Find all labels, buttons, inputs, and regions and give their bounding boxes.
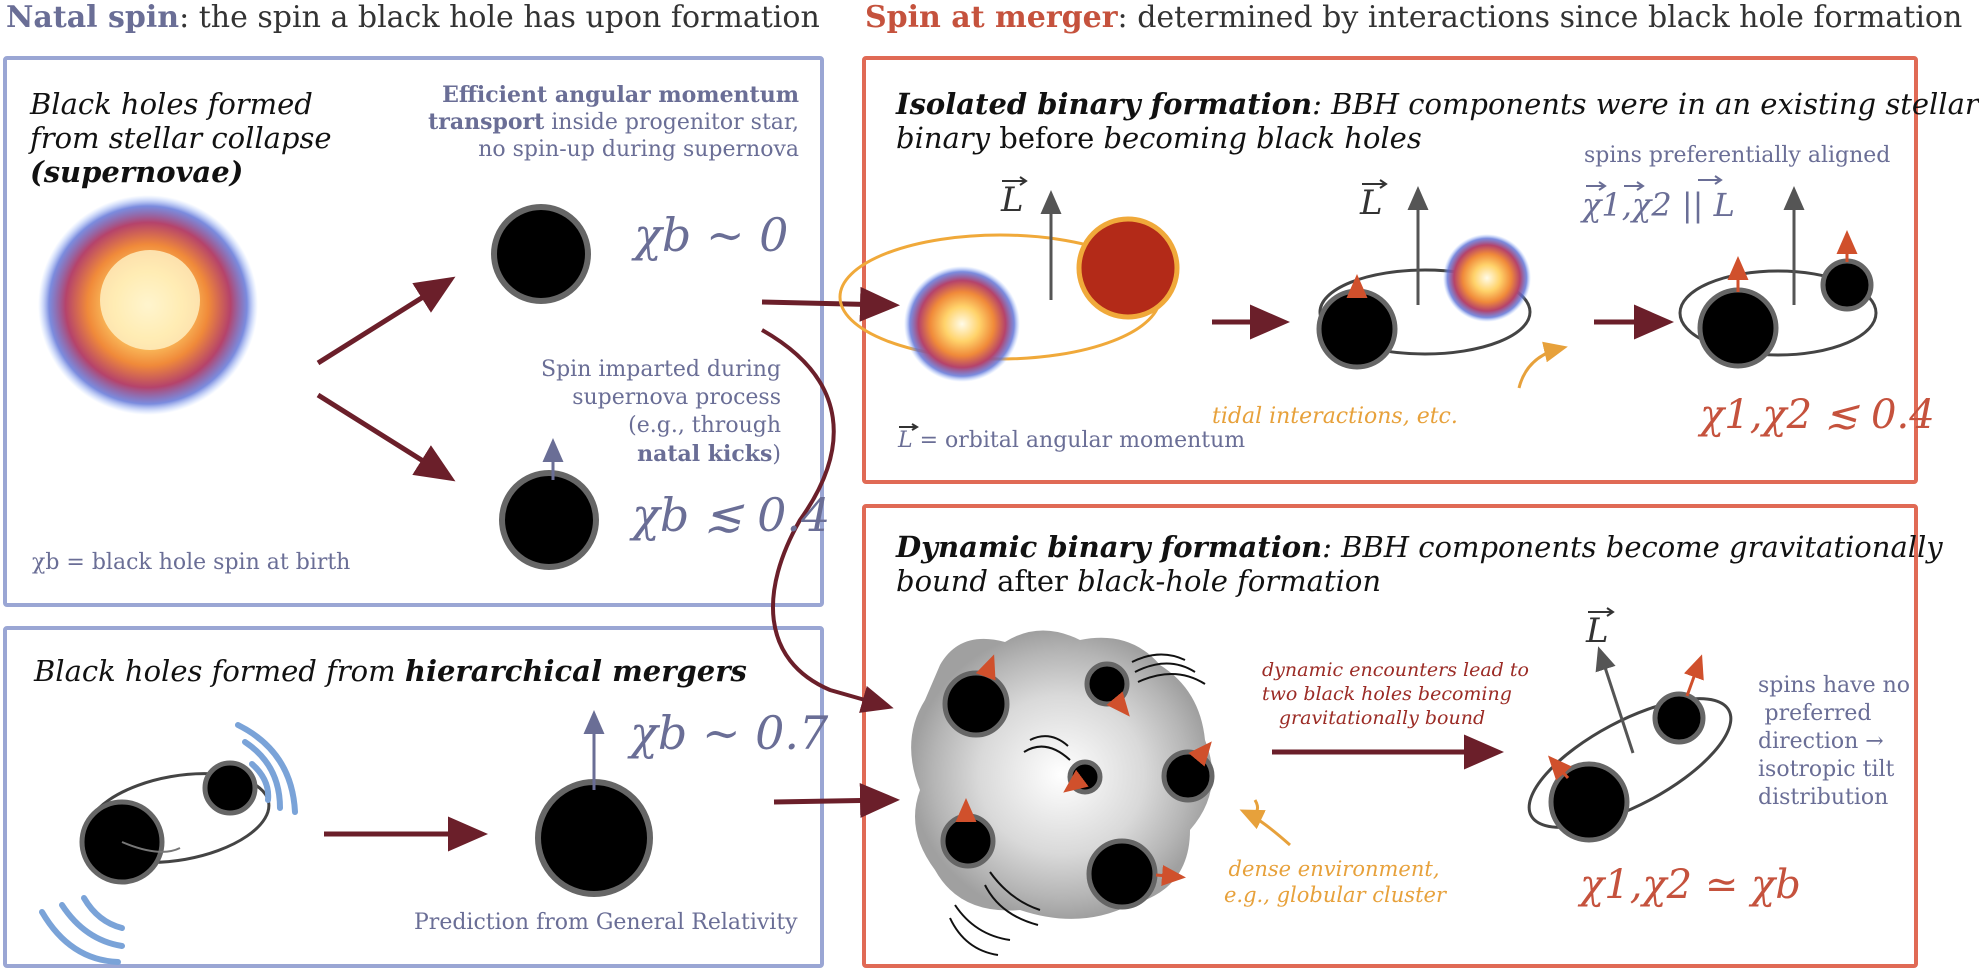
natal-box-title: Black holes formed from stellar collapse… — [30, 87, 332, 189]
dynamic-title-bold: Dynamic binary formation — [896, 530, 1323, 564]
natal-title-line1: Black holes formed — [30, 87, 313, 121]
black-hole-natal-kick — [499, 470, 599, 570]
L-footnote-symbol: L — [898, 428, 913, 453]
nopref-line5: distribution — [1758, 785, 1889, 810]
isolated-line2-a: binary — [896, 121, 991, 155]
L-label-3: L — [1586, 611, 1609, 651]
black-hole-no-spin — [491, 204, 591, 304]
small-black-hole — [202, 760, 258, 816]
L-footnote: L = orbital angular momentum — [898, 428, 1245, 454]
natal-spin-header: Natal spin: the spin a black hole has up… — [6, 0, 820, 35]
isolated-stage1 — [838, 190, 1180, 382]
natal-spin-title: Natal spin — [6, 0, 180, 35]
nopref-line4: isotropic tilt — [1758, 757, 1895, 782]
arrow-to-isolated — [761, 286, 900, 322]
spins-aligned-eq: χ1,χ2 || L — [1582, 186, 1735, 224]
chi-04-label: χb ≲ 0.4 — [632, 488, 831, 542]
merger-spin-title: Spin at merger — [865, 0, 1118, 35]
isolated-result: χ1,χ2 ≲ 0.4 — [1700, 392, 1935, 438]
dense-line2: e.g., globular cluster — [1224, 883, 1446, 907]
isolated-title-rest: : BBH components were in an existing ste… — [1312, 87, 1979, 121]
arrow-to-dynamic-curved — [761, 328, 894, 713]
chi-zero-label: χb ∼ 0 — [634, 208, 789, 262]
natal-title-line3: (supernovae) — [30, 155, 244, 189]
enc-line1: dynamic encounters lead to — [1262, 659, 1529, 681]
dynamic-line2-a: bound — [896, 564, 988, 598]
L-label-1: L — [1001, 180, 1024, 220]
isolated-line2-b: becoming black holes — [1103, 121, 1422, 155]
eff-line2-rest: inside progenitor star, — [544, 110, 799, 135]
eff-line2-bold: transport — [428, 109, 545, 135]
nopref-line3: direction → — [1758, 729, 1884, 754]
natal-box — [3, 56, 824, 607]
imparted-spin-text: Spin imparted during supernova process (… — [541, 356, 781, 469]
L-label-2: L — [1360, 183, 1383, 223]
no-preference-text: spins have no preferred direction → isot… — [1758, 672, 1911, 812]
dynamic-result-binary — [1527, 646, 1733, 843]
isolated-line2-mid: before — [990, 121, 1104, 155]
imp-line4-bold: natal kicks — [637, 441, 773, 467]
dynamic-line2-b: black-hole formation — [1077, 564, 1382, 598]
L-footnote-text: = orbital angular momentum — [919, 428, 1246, 453]
companion-star — [1076, 216, 1180, 320]
dense-line1: dense environment, — [1228, 857, 1440, 881]
dynamic-encounters-text: dynamic encounters lead to two black hol… — [1262, 658, 1529, 730]
nopref-line1: spins have no — [1758, 673, 1911, 698]
hier-title-pre: Black holes formed from — [34, 654, 405, 688]
supernova-image — [38, 195, 258, 415]
tidal-interactions-label: tidal interactions, etc. — [1212, 404, 1458, 429]
spin-at-birth-footnote: χb = black hole spin at birth — [32, 550, 351, 575]
hierarchical-title: Black holes formed from hierarchical mer… — [34, 654, 747, 688]
gravitational-waves-icon — [39, 722, 298, 965]
hier-title-bold: hierarchical mergers — [404, 654, 747, 688]
enc-line3: gravitationally bound — [1278, 707, 1486, 729]
isolated-stage3 — [1678, 186, 1878, 369]
diagram-graphics — [38, 175, 1878, 965]
merger-spin-subtitle: : determined by interactions since black… — [1117, 0, 1963, 35]
arrow-to-chi0 — [316, 276, 456, 366]
nopref-line2: preferred — [1764, 701, 1872, 726]
dynamic-title: Dynamic binary formation: BBH components… — [896, 530, 1943, 598]
arrow-hier-to-dynamic — [773, 783, 900, 819]
dynamic-line2-mid: after — [987, 564, 1078, 598]
imp-line3: (e.g., through — [628, 413, 781, 438]
gr-prediction-caption: Prediction from General Relativity — [414, 910, 798, 935]
globular-cluster-image — [911, 630, 1215, 956]
imp-line4-rest: ) — [772, 442, 781, 467]
isolated-stage2 — [1316, 186, 1568, 389]
chi-07-label: χb ∼ 0.7 — [630, 706, 829, 760]
enc-line2: two black holes becoming — [1262, 683, 1512, 705]
efficient-transport-text: Efficient angular momentum transport ins… — [428, 82, 799, 163]
eff-line3: no spin-up during supernova — [478, 137, 799, 162]
hierarchical-box — [3, 626, 824, 968]
dense-env-pointer — [1239, 809, 1291, 847]
remnant-black-hole — [535, 779, 653, 897]
dense-environment-text: dense environment, e.g., globular cluste… — [1224, 856, 1446, 908]
natal-spin-subtitle: : the spin a black hole has upon formati… — [179, 0, 820, 35]
dynamic-title-rest: : BBH components become gravitationally — [1322, 530, 1943, 564]
isolated-title-bold: Isolated binary formation — [896, 87, 1313, 121]
isolated-title: Isolated binary formation: BBH component… — [896, 87, 1979, 155]
arrow-to-chi04 — [316, 392, 456, 482]
eff-line1: Efficient angular momentum — [442, 82, 799, 108]
dynamic-box — [862, 504, 1918, 968]
merger-spin-header: Spin at merger: determined by interactio… — [865, 0, 1962, 35]
imp-line1: Spin imparted during — [541, 357, 781, 382]
dynamic-result: χ1,χ2 ≃ χb — [1580, 862, 1801, 908]
spins-aligned-label: spins preferentially aligned — [1584, 143, 1891, 168]
imp-line2: supernova process — [572, 385, 781, 410]
natal-title-line2: from stellar collapse — [30, 121, 332, 155]
isolated-box — [862, 56, 1918, 484]
